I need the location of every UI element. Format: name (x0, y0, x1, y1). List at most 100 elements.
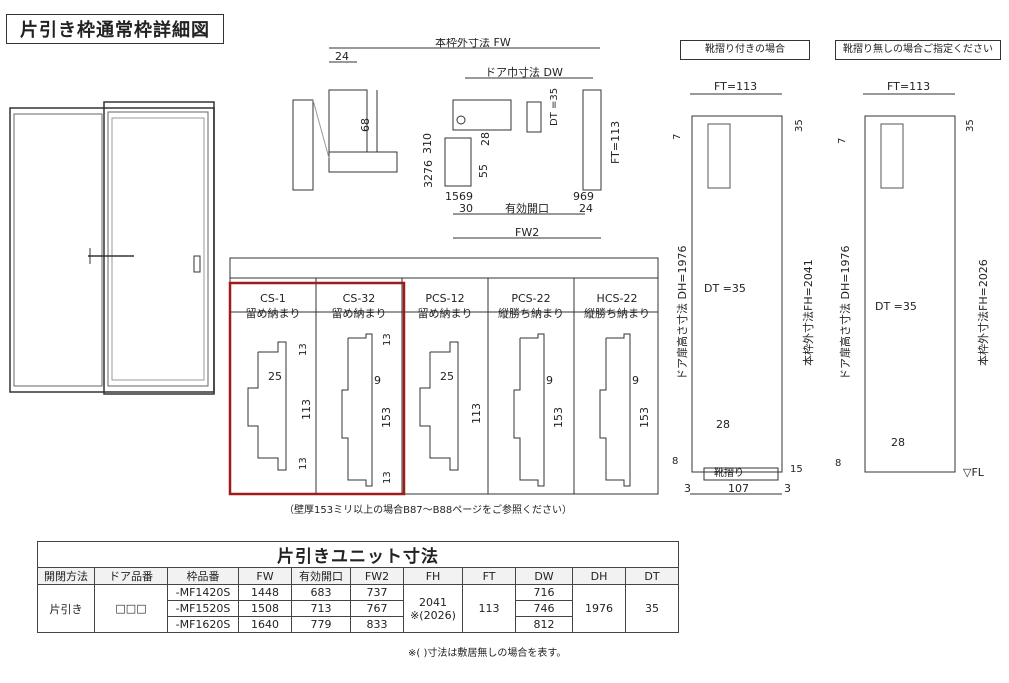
frame-code: PCS-22 (511, 292, 551, 305)
dim-310: 310 (421, 133, 434, 154)
svg-text:靴摺り: 靴摺り (714, 466, 744, 479)
dim-24-top: 24 (335, 50, 349, 63)
profile-pcs22: 9 153 (513, 333, 565, 487)
svg-text:8: 8 (835, 458, 841, 469)
frame-type: 留め納まり (331, 307, 387, 320)
svg-text:DT =35: DT =35 (875, 300, 917, 313)
profile-cs32: 9 153 13 13 (341, 333, 393, 487)
dim-55: 55 (477, 164, 490, 178)
dh-cell: 1976 (572, 584, 626, 633)
frame-type: 留め納まり (417, 307, 473, 320)
fw2-cell: 833 (350, 616, 404, 633)
dw-cell: 746 (515, 600, 573, 617)
fw-label: 本枠外寸法 FW (435, 38, 511, 49)
table-row: -MF1520S 1508 713 767 746 (38, 600, 679, 617)
dim-3276: 3276 (422, 160, 435, 188)
frame-profiles: 25 113 13 13 9 153 13 13 25 113 9 153 9 … (247, 333, 651, 487)
dim-28: 28 (479, 132, 492, 146)
svg-text:9: 9 (632, 374, 639, 387)
frame-column-pcs12: PCS-12 留め納まり (402, 292, 488, 321)
effective-opening-label: 有効開口 (505, 201, 549, 215)
dim-ft113: FT=113 (609, 121, 622, 164)
frame-cell: -MF1420S (167, 584, 239, 601)
elevation-without-sill: FT=113 7 ドア扉高さ寸法 DH=1976 本枠外寸法FH=2026 35… (835, 80, 990, 479)
svg-text:9: 9 (374, 374, 381, 387)
frame-cell: -MF1520S (167, 600, 239, 617)
table-row: 片引き □□□ -MF1420S 1448 683 737 2041※(2026… (37, 584, 679, 633)
profile-cs1: 25 113 13 13 (247, 341, 313, 471)
frame-code: CS-1 (260, 292, 286, 305)
dim-30: 30 (459, 202, 473, 215)
svg-text:▽FL: ▽FL (963, 466, 985, 479)
frame-column-hcs22: HCS-22 縦勝ち納まり (574, 292, 660, 321)
fw-cell: 1640 (238, 616, 292, 633)
frame-type: 留め納まり (245, 307, 301, 320)
svg-text:DT =35: DT =35 (704, 282, 746, 295)
fw2-cell: 767 (350, 600, 404, 617)
frame-code: PCS-12 (425, 292, 465, 305)
svg-text:35: 35 (965, 119, 976, 132)
method-cell: 片引き (37, 584, 95, 633)
svg-text:FT=113: FT=113 (887, 80, 930, 93)
frame-column-pcs22: PCS-22 縦勝ち納まり (488, 292, 574, 321)
header-dt: DT (625, 567, 679, 585)
unit-table-footnote: ※( )寸法は敷居無しの場合を表す。 (408, 648, 567, 659)
svg-text:3: 3 (684, 482, 691, 495)
dw-label: ドア巾寸法 DW (485, 65, 563, 79)
svg-text:15: 15 (790, 464, 803, 475)
header-opening: 有効開口 (291, 567, 351, 585)
svg-text:25: 25 (268, 370, 282, 383)
svg-text:153: 153 (380, 407, 393, 428)
svg-text:153: 153 (638, 407, 651, 428)
header-ft: FT (462, 567, 516, 585)
header-door-code: ドア品番 (94, 567, 168, 585)
svg-text:153: 153 (552, 407, 565, 428)
dt-cell: 35 (625, 584, 679, 633)
svg-text:13: 13 (298, 457, 309, 470)
elevation-with-sill-header: 靴摺り付きの場合 (680, 40, 810, 60)
fw-cell: 1448 (238, 584, 292, 601)
fw-cell: 1508 (238, 600, 292, 617)
svg-text:3: 3 (784, 482, 791, 495)
svg-text:28: 28 (716, 418, 730, 431)
dw-cell: 716 (515, 584, 573, 601)
frame-code: CS-32 (342, 292, 376, 305)
svg-text:本枠外寸法FH=2026: 本枠外寸法FH=2026 (976, 259, 990, 366)
frame-column-cs32: CS-32 留め納まり (316, 292, 402, 321)
elevation-without-sill-header: 靴摺り無しの場合ご指定ください (835, 40, 1001, 60)
dim-68: 68 (359, 118, 372, 132)
frame-cell: -MF1620S (167, 616, 239, 633)
elevation-with-sill: FT=113 7 ドア扉高さ寸法 DH=1976 本枠外寸法FH=2041 35… (672, 80, 815, 495)
header-dh: DH (572, 567, 626, 585)
svg-text:13: 13 (298, 343, 309, 356)
header-method: 開閉方法 (37, 567, 95, 585)
dim-24-bottom: 24 (579, 202, 593, 215)
page-title: 片引き枠通常枠詳細図 (6, 14, 224, 44)
svg-text:7: 7 (837, 138, 848, 144)
svg-text:ドア扉高さ寸法 DH=1976: ドア扉高さ寸法 DH=1976 (838, 246, 852, 380)
opening-cell: 779 (291, 616, 351, 633)
header-fw2: FW2 (350, 567, 404, 585)
header-fh: FH (403, 567, 463, 585)
dim-dt35: DT =35 (549, 88, 560, 126)
svg-text:13: 13 (382, 333, 393, 346)
svg-text:ドア扉高さ寸法 DH=1976: ドア扉高さ寸法 DH=1976 (675, 246, 689, 380)
frame-table-note: （壁厚153ミリ以上の場合B87～B88ページをご参照ください） (284, 505, 573, 516)
svg-text:113: 113 (470, 403, 483, 424)
svg-text:8: 8 (672, 456, 678, 467)
svg-text:7: 7 (672, 134, 683, 140)
table-row: -MF1620S 1640 779 833 812 (38, 616, 679, 633)
header-dw: DW (515, 567, 573, 585)
fw2-cell: 737 (350, 584, 404, 601)
door-elevation (9, 101, 215, 395)
dim-1569: 1569 (445, 190, 473, 203)
frame-code: HCS-22 (596, 292, 638, 305)
profile-hcs22: 9 153 (599, 333, 651, 487)
frame-type: 縦勝ち納まり (498, 307, 564, 320)
fw2-label: FW2 (515, 226, 539, 239)
dw-cell: 812 (515, 616, 573, 633)
header-fw: FW (238, 567, 292, 585)
svg-text:13: 13 (382, 471, 393, 484)
opening-cell: 713 (291, 600, 351, 617)
svg-text:25: 25 (440, 370, 454, 383)
